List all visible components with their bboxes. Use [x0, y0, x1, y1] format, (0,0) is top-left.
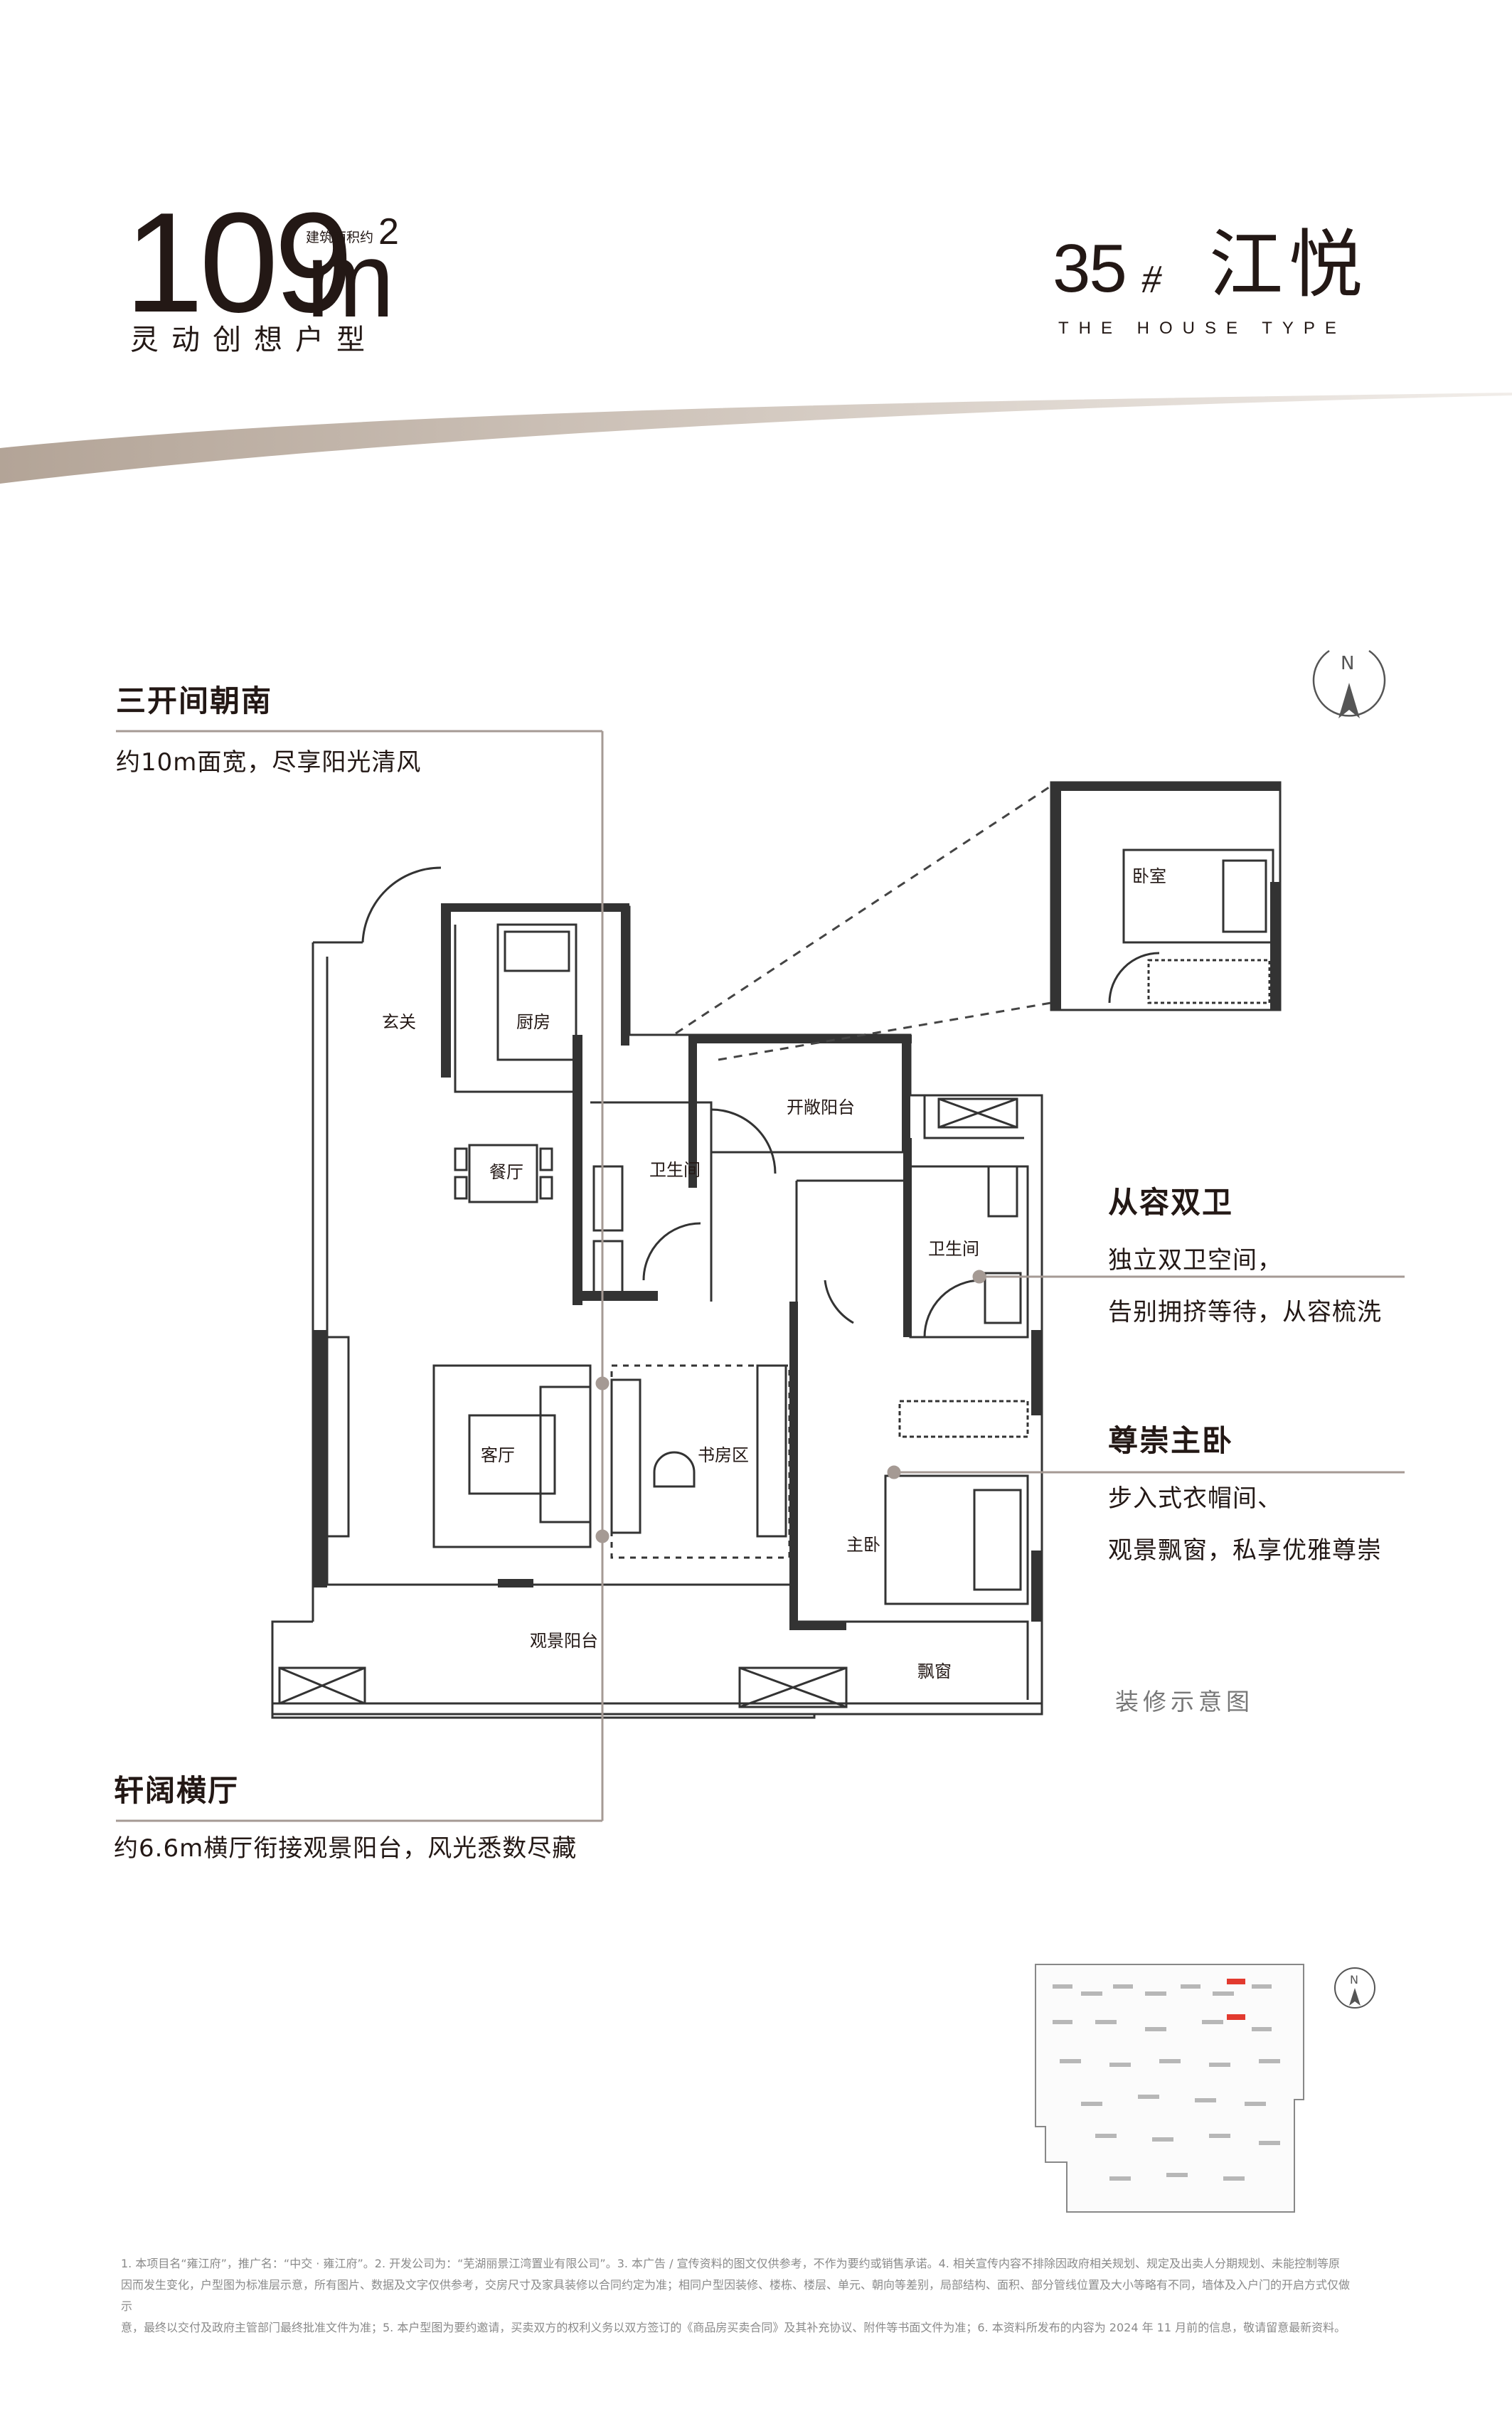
room-label-dining: 餐厅 — [489, 1162, 523, 1182]
disclaimer-line: 因而发生变化，户型图为标准层示意，所有图片、数据及文字仅供参考，交房尺寸及家具装… — [121, 2278, 1351, 2313]
project-name: 江悦 — [1209, 221, 1369, 308]
room-label-living: 客厅 — [481, 1445, 515, 1465]
header-swoosh — [0, 393, 1512, 484]
feature-desc-living: 约6.6m横厅衔接观景阳台，风光悉数尽藏 — [114, 1834, 577, 1863]
feature-desc-master-2: 观景飘窗，私享优雅尊崇 — [1108, 1536, 1382, 1565]
disclaimer-line: 1. 本项目名“雍江府”，推广名：“中交 · 雍江府”。2. 开发公司为：“芜湖… — [121, 2257, 1340, 2270]
building-mark: # — [1141, 257, 1161, 302]
disclaimer-line: 意，最终以交付及政府主管部门最终批准文件为准；5. 本户型图为要约邀请，买卖双方… — [121, 2321, 1346, 2334]
room-label-bay-window: 飘窗 — [917, 1661, 952, 1681]
room-label-open-balcony: 开敞阳台 — [787, 1097, 855, 1117]
area-note: 建筑面积约 — [306, 230, 374, 245]
decoration-caption: 装修示意图 — [1115, 1688, 1254, 1716]
area-unit: m — [306, 220, 395, 339]
building-number: 35 — [1053, 230, 1127, 307]
feature-desc-master-1: 步入式衣帽间、 — [1108, 1484, 1282, 1513]
disclaimer: 1. 本项目名“雍江府”，推广名：“中交 · 雍江府”。2. 开发公司为：“芜湖… — [121, 2253, 1358, 2339]
feature-desc-dual-bath-2: 告别拥挤等待，从容梳洗 — [1108, 1298, 1382, 1326]
area-superscript: 2 — [378, 211, 399, 252]
room-label-master: 主卧 — [846, 1535, 880, 1555]
feature-desc-south-facing: 约10m面宽，尽享阳光清风 — [116, 748, 422, 777]
room-label-bath-2: 卫生间 — [928, 1239, 979, 1259]
area-value: 109 — [124, 184, 353, 342]
room-label-kitchen: 厨房 — [516, 1012, 550, 1032]
room-label-bath-1: 卫生间 — [649, 1160, 701, 1180]
house-subtitle: 灵动创想户型 — [130, 324, 378, 356]
room-label-study: 书房区 — [698, 1445, 749, 1465]
house-type-en: THE HOUSE TYPE — [1058, 319, 1346, 338]
feature-title-master: 尊崇主卧 — [1108, 1423, 1234, 1458]
compass-label: N — [1341, 653, 1355, 674]
feature-title-south-facing: 三开间朝南 — [116, 684, 273, 718]
feature-title-living: 轩阔横厅 — [114, 1773, 240, 1808]
room-label-inset-bedroom: 卧室 — [1132, 866, 1166, 886]
site-map-compass-label: N — [1350, 1973, 1358, 1986]
feature-title-dual-bath: 从容双卫 — [1108, 1185, 1234, 1220]
room-label-view-balcony: 观景阳台 — [530, 1631, 598, 1651]
room-label-entry: 玄关 — [382, 1012, 416, 1032]
feature-desc-dual-bath-1: 独立双卫空间， — [1108, 1246, 1282, 1275]
